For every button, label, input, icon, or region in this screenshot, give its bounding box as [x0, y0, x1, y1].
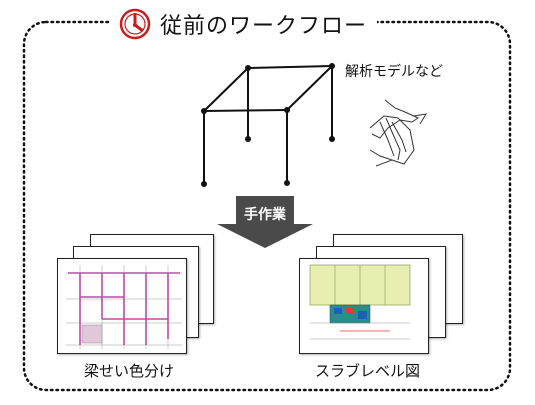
manual-work-label: 手作業 [244, 207, 286, 223]
drawing-sheet-front [57, 258, 187, 354]
title-area: 従前のワークフロー [110, 6, 378, 42]
beam-plan-drawing [66, 265, 182, 349]
slab-level-label: スラブレベル図 [315, 362, 421, 380]
page-title: 従前のワークフロー [160, 14, 368, 39]
analysis-model-label: 解析モデルなど [345, 64, 443, 80]
slab-sheet-front [299, 258, 429, 354]
beam-coloring-label: 梁せい色分け [84, 362, 175, 380]
slab-level-drawing [309, 264, 411, 340]
clock-icon [119, 8, 151, 40]
